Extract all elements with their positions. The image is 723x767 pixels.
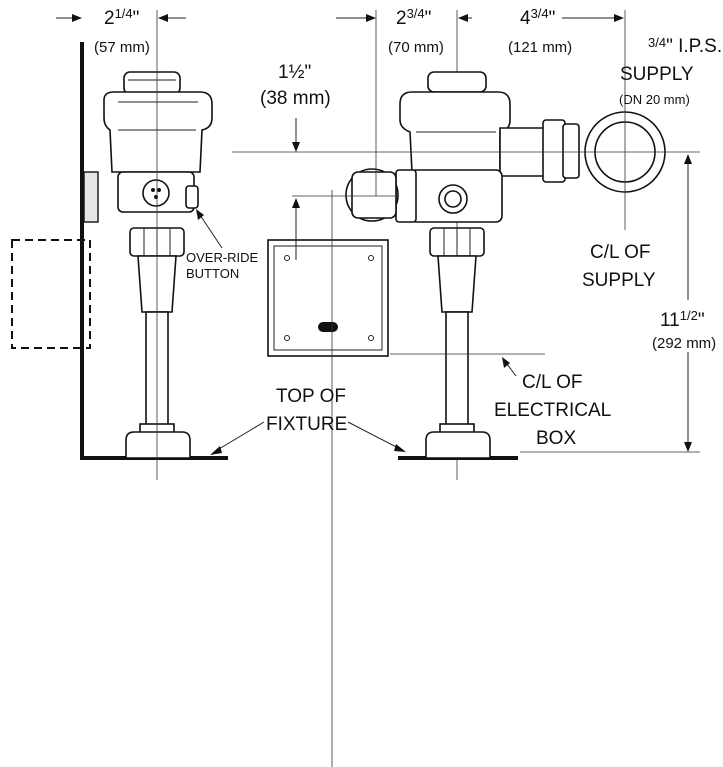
electrical-box-plate (267, 239, 389, 357)
override-label-line1: OVER-RIDE (186, 250, 259, 265)
front-override-cap (351, 171, 397, 219)
cl-supply-label-line1: C/L OF (590, 242, 651, 263)
supply-offset-dimension: 43/4" (520, 6, 555, 29)
box-screw-icon (368, 335, 374, 341)
sensor-drop-dimension: 1½" (278, 62, 311, 83)
override-label-line2: BUTTON (186, 266, 239, 281)
cl-supply-label-line2: SUPPLY (582, 270, 656, 291)
cl-box-label-line2: ELECTRICAL (494, 400, 611, 421)
front-supply-nut (542, 119, 566, 183)
front-view (345, 10, 666, 480)
front-flush-tube-upper (437, 255, 477, 313)
supply-metric-label: (DN 20 mm) (619, 92, 690, 107)
callout-labels: 3/4" I.P.S. SUPPLY (DN 20 mm) OVER-RIDE … (186, 35, 722, 449)
sensor-offset-dimension: 23/4" (396, 6, 431, 29)
box-screw-icon (284, 255, 290, 261)
side-view (11, 10, 228, 480)
supply-word-label: SUPPLY (620, 64, 694, 85)
side-supply-stub (83, 171, 99, 223)
front-valve-cap (427, 71, 487, 93)
side-offset-dimension: 21/4" (104, 6, 139, 29)
top-fixture-label-line2: FIXTURE (266, 414, 347, 435)
side-spud-flange (125, 431, 191, 459)
sensor-window-icon (318, 322, 338, 332)
supply-size-label: 3/4" I.P.S. (648, 35, 722, 57)
dimension-lines (56, 14, 692, 455)
extension-lines (232, 10, 700, 453)
side-electrical-box-outline (11, 239, 91, 349)
front-flush-tube (445, 311, 469, 429)
top-fixture-label-line1: TOP OF (276, 386, 346, 407)
front-spud-flange (425, 431, 491, 459)
sensor-offset-metric: (70 mm) (388, 39, 444, 56)
side-valve-cap (123, 71, 181, 95)
side-offset-metric: (57 mm) (94, 39, 150, 56)
dimension-labels: 21/4" (57 mm) 23/4" (70 mm) 43/4" (121 m… (94, 6, 716, 352)
supply-height-dimension: 111/2" (660, 308, 705, 331)
side-valve-body (103, 91, 213, 173)
override-button-icon (142, 179, 170, 207)
supply-height-metric: (292 mm) (652, 335, 716, 352)
front-solenoid-nut (395, 169, 417, 223)
box-screw-icon (368, 255, 374, 261)
box-screw-icon (284, 335, 290, 341)
sensor-drop-metric: (38 mm) (260, 88, 331, 109)
supply-offset-metric: (121 mm) (508, 39, 572, 56)
override-button-highlight (345, 168, 399, 222)
electrical-box (267, 190, 389, 767)
cl-box-label-line1: C/L OF (522, 372, 583, 393)
cl-box-label-line3: BOX (536, 428, 576, 449)
